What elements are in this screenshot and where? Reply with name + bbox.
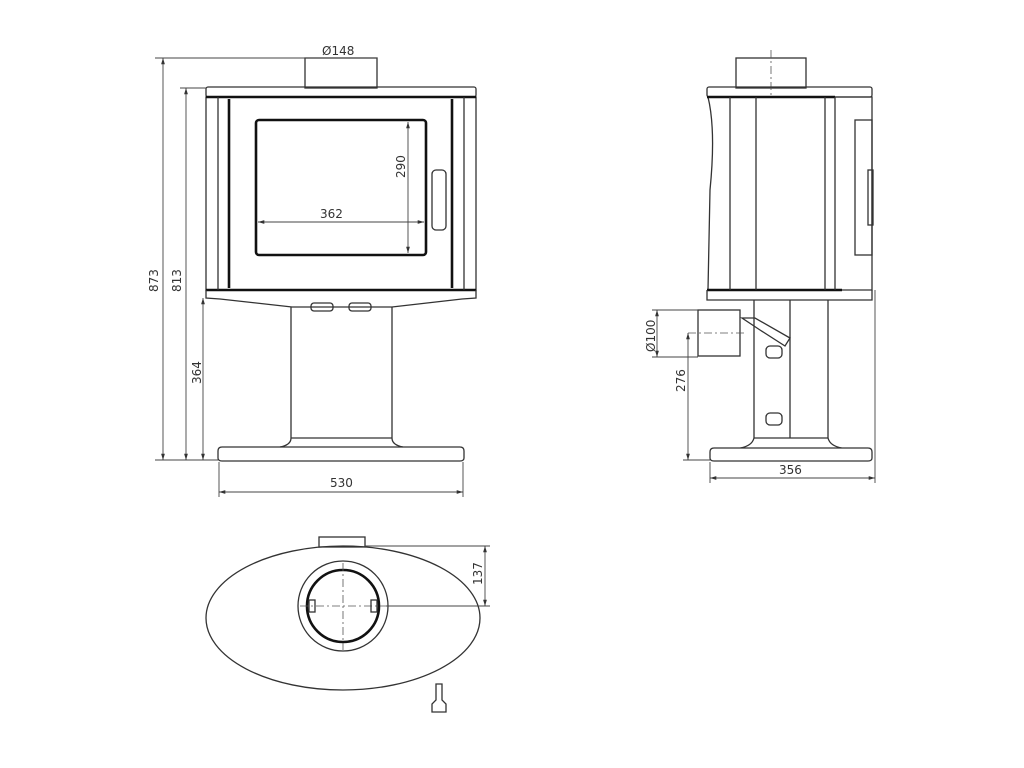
door-glass — [254, 118, 428, 257]
air-control-left — [310, 302, 334, 312]
column-slot — [765, 412, 783, 426]
top-view: 137 — [205, 536, 490, 713]
stove-body — [205, 96, 477, 291]
dim-outlet-height: 276 — [674, 369, 688, 392]
door-edge — [854, 119, 873, 256]
flue-notch — [318, 536, 366, 548]
column-slot — [765, 345, 783, 359]
dim-base-width: 530 — [330, 476, 353, 490]
dim-flue-diameter: Ø148 — [322, 44, 354, 58]
bottom-plate — [205, 290, 477, 308]
flue-tab — [308, 599, 316, 613]
pedestal-column — [279, 307, 404, 448]
pedestal-column — [753, 300, 829, 439]
side-view: Ø100 276 356 — [644, 50, 876, 483]
flue-tab — [370, 599, 378, 613]
dim-flue-offset: 137 — [471, 562, 485, 585]
dim-glass-width: 362 — [320, 207, 343, 221]
bottom-plate — [706, 290, 873, 301]
door-handle — [867, 169, 874, 226]
stove-outline-top — [205, 545, 481, 691]
door-handle — [431, 169, 447, 231]
dim-base-height: 364 — [190, 361, 204, 384]
dim-depth: 356 — [779, 463, 802, 477]
connector — [431, 683, 447, 713]
air-duct — [739, 317, 791, 347]
base-plate — [217, 446, 465, 462]
front-view: 873 813 364 530 Ø148 290 362 — [147, 44, 477, 497]
dim-outlet-diameter: Ø100 — [644, 320, 658, 352]
dim-total-height: 873 — [147, 269, 161, 292]
air-control-right — [348, 302, 372, 312]
base-plate — [709, 437, 873, 462]
dim-body-height: 813 — [170, 269, 184, 292]
flue-collar — [304, 57, 378, 89]
stove-body — [707, 96, 873, 291]
dim-glass-height: 290 — [394, 155, 408, 178]
